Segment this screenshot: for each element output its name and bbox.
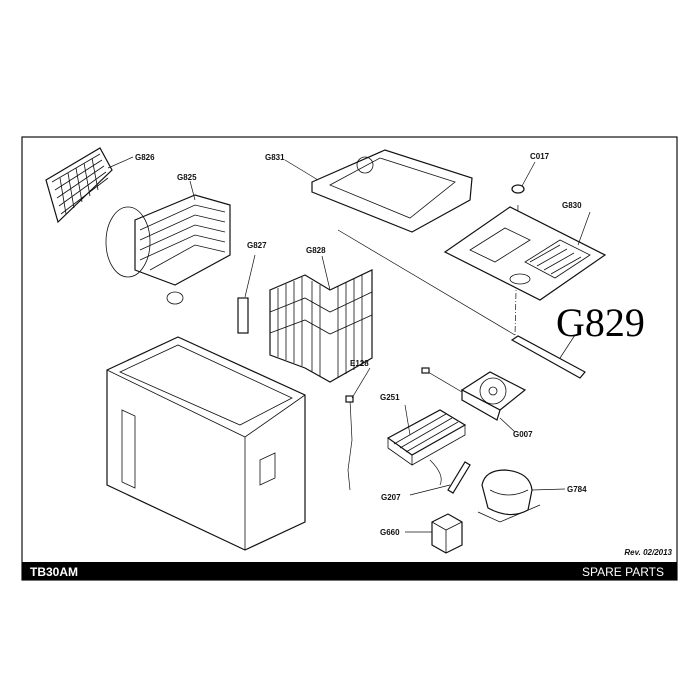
part-g827-bracket	[237, 254, 256, 334]
part-g830-tray	[443, 206, 607, 301]
label-g830: G830	[562, 201, 582, 210]
label-g784: G784	[567, 485, 587, 494]
label-e128: E128	[350, 359, 369, 368]
part-g007-fan	[421, 367, 527, 433]
revision-label: Rev. 02/2013	[624, 548, 672, 557]
label-g829: G829	[556, 300, 645, 345]
part-cabinet	[106, 336, 306, 551]
part-g829-heater	[510, 334, 586, 379]
label-g831: G831	[265, 153, 285, 162]
label-g007: G007	[513, 430, 533, 439]
part-g207-relay	[409, 461, 471, 496]
drain-wire	[337, 229, 516, 336]
label-g827: G827	[247, 241, 267, 250]
label-g660: G660	[380, 528, 400, 537]
part-g784-compressor	[477, 469, 566, 523]
label-g826: G826	[135, 153, 155, 162]
footer-bar	[22, 562, 677, 580]
part-g828-grille	[269, 255, 373, 383]
part-g826-grille	[45, 147, 134, 224]
part-g831-lid	[284, 149, 473, 233]
part-c017-plug	[511, 161, 536, 336]
label-g828: G828	[306, 246, 326, 255]
label-g251: G251	[380, 393, 400, 402]
part-g251-evaporator	[386, 404, 467, 486]
part-g825-condenser	[105, 180, 231, 305]
model-name: TB30AM	[30, 565, 78, 579]
label-c017: C017	[530, 152, 550, 161]
label-g825: G825	[177, 173, 197, 182]
part-g660-electronic-unit	[405, 513, 463, 554]
part-e128-sensor	[345, 367, 371, 491]
label-g207: G207	[381, 493, 401, 502]
section-title: SPARE PARTS	[582, 565, 664, 579]
